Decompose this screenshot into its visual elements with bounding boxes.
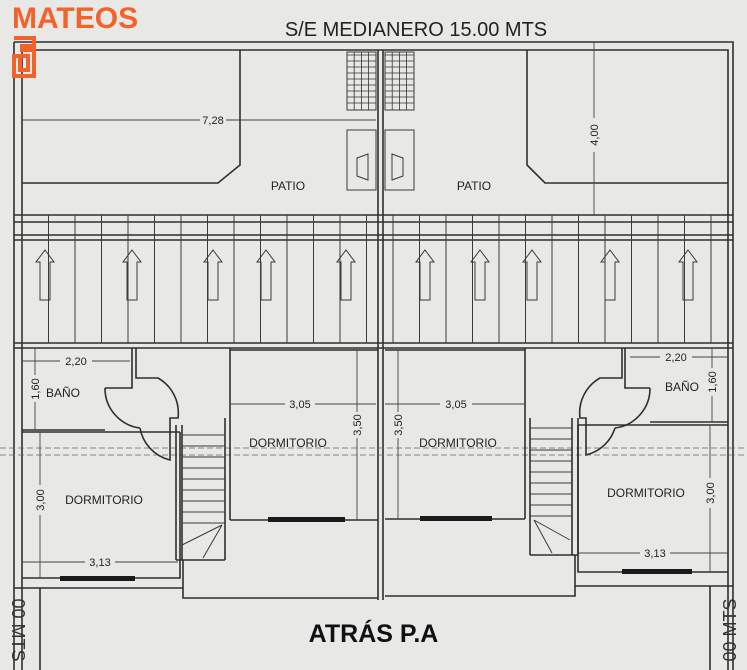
brick-hatch <box>346 51 415 191</box>
arrow-up-icon <box>336 249 356 301</box>
dim-patio-width: 7,28 <box>202 115 223 127</box>
logo-mark-icon <box>12 36 36 78</box>
stair-right <box>530 427 572 554</box>
window-dorm-right <box>622 569 692 574</box>
label-dorm-left: DORMITORIO <box>65 493 143 507</box>
lower-walls <box>14 585 733 670</box>
dim-dorm-left-w: 3,13 <box>89 557 110 569</box>
arrow-up-icon <box>415 249 435 301</box>
logo-text: MATEOS <box>12 2 139 35</box>
dim-patio-depth: 4,00 <box>589 124 601 145</box>
window-dorm-center-left <box>268 517 345 522</box>
stair-left <box>181 434 225 559</box>
dim-dorm-left-h: 3,00 <box>35 489 47 510</box>
dim-dorm-right-w: 3,13 <box>644 548 665 560</box>
arrow-up-icon <box>203 249 223 301</box>
label-dorm-center-left: DORMITORIO <box>249 436 327 450</box>
window-dorm-left <box>60 576 135 581</box>
arrow-up-icon <box>470 249 490 301</box>
dim-bano-left-w: 2,20 <box>65 356 86 368</box>
label-patio-left: PATIO <box>271 179 305 193</box>
window-dorm-center-right <box>420 516 492 521</box>
label-dorm-center-right: DORMITORIO <box>419 436 497 450</box>
arrow-up-icon <box>122 249 142 301</box>
dim-bano-right-w: 2,20 <box>665 352 686 364</box>
dim-bano-right-h: 1,60 <box>707 371 719 392</box>
label-bano-left: BAÑO <box>46 386 80 400</box>
dim-dorm-cl-h: 3,50 <box>352 414 364 435</box>
dim-dorm-cr-w: 3,05 <box>445 399 466 411</box>
dim-dorm-cl-w: 3,05 <box>289 399 310 411</box>
slab-band <box>14 214 733 349</box>
arrow-up-icon <box>522 249 542 301</box>
label-bano-right: BAÑO <box>665 380 699 394</box>
arrow-up-icon <box>678 249 698 301</box>
side-label-left: 00 MTS <box>8 598 28 661</box>
label-patio-right: PATIO <box>457 179 491 193</box>
outer-walls <box>13 41 734 670</box>
arrow-up-icon <box>256 249 276 301</box>
caption: ATRÁS P.A <box>308 620 439 648</box>
patio-walls <box>22 50 728 184</box>
arrow-up-icon <box>600 249 620 301</box>
dim-dorm-cr-h: 3,50 <box>393 414 405 435</box>
label-dorm-right: DORMITORIO <box>607 486 685 500</box>
section-line <box>0 447 747 456</box>
side-label-right: 00 MTS <box>720 598 740 661</box>
dim-bano-left-h: 1,60 <box>30 378 42 399</box>
arrow-up-icon <box>35 249 55 301</box>
plan-title: S/E MEDIANERO 15.00 MTS <box>285 19 547 41</box>
dim-dorm-right-h: 3,00 <box>705 482 717 503</box>
